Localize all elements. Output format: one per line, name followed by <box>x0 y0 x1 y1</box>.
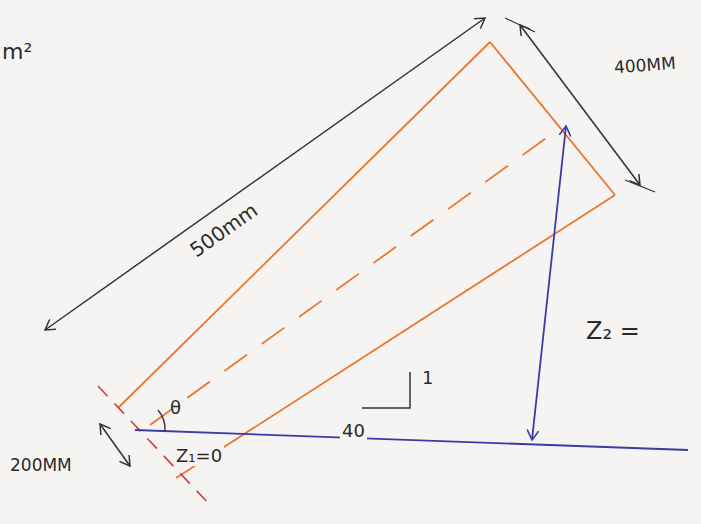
slope-run: 40 <box>340 421 367 441</box>
diameter-dimension: 400MM <box>611 54 678 77</box>
dimension-arrow <box>45 18 485 330</box>
height-arrow <box>532 126 566 440</box>
length-dimension: 500mm <box>185 198 264 263</box>
extension-line <box>505 18 535 32</box>
angle-label: θ <box>168 398 183 418</box>
centerline <box>150 128 560 425</box>
extension-line <box>625 180 655 192</box>
dimension-arrow <box>520 25 640 185</box>
dimension-arrow <box>100 424 130 466</box>
diameter-dimension: 200MM <box>8 456 74 475</box>
elevation-label: Z₂ = <box>584 318 642 344</box>
pipe-outline <box>118 42 615 478</box>
angle-arc <box>158 410 165 431</box>
area-unit: m² <box>0 40 34 64</box>
slope-rise: 1 <box>420 368 435 388</box>
elevation-label: Z₁=0 <box>174 446 224 466</box>
slope-triangle <box>362 372 410 408</box>
